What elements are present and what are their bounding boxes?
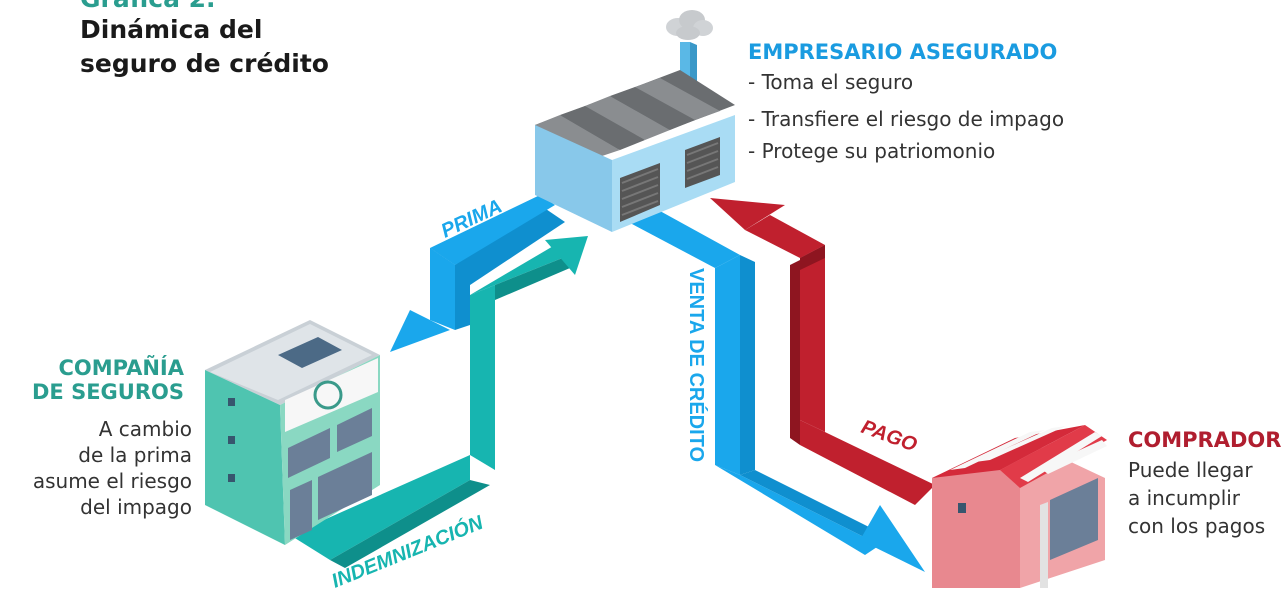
insurer-line: A cambio <box>98 417 192 441</box>
payment-arrow <box>710 198 935 505</box>
buyer-line: Puede llegar <box>1128 458 1253 482</box>
chart-number: Gráfica 2. <box>80 0 216 14</box>
premium-arrow <box>390 195 565 352</box>
buyer-line: con los pagos <box>1128 514 1266 538</box>
insurer-heading-line2: DE SEGUROS <box>32 380 184 404</box>
insurer-line: de la prima <box>78 443 192 467</box>
payment-label: PAGO <box>858 416 920 456</box>
insurer-heading-line1: COMPAÑÍA <box>58 356 184 380</box>
credit-sale-label: VENTA DE CRÉDITO <box>685 268 708 462</box>
insured-item: - Toma el seguro <box>748 70 914 94</box>
insured-heading: EMPRESARIO ASEGURADO <box>748 40 1058 64</box>
insurance-building-illustration <box>205 320 380 545</box>
indemnity-arrow <box>290 236 588 568</box>
page-title-line1: Dinámica del <box>80 15 263 44</box>
insured-item: - Protege su patriomonio <box>748 139 996 163</box>
awning-icon <box>932 425 1107 488</box>
shop-illustration <box>932 425 1107 588</box>
insured-item: - Transfiere el riesgo de impago <box>748 107 1065 131</box>
credit-sale-arrow <box>615 200 925 572</box>
factory-illustration <box>535 10 735 232</box>
smoke-icon <box>666 10 713 40</box>
buyer-heading: COMPRADOR <box>1128 428 1282 452</box>
insurer-line: asume el riesgo <box>32 469 192 493</box>
buyer-line: a incumplir <box>1128 486 1241 510</box>
page-title-line2: seguro de crédito <box>80 49 329 78</box>
insurance-logo-icon <box>313 380 343 410</box>
insurer-line: del impago <box>80 495 192 519</box>
